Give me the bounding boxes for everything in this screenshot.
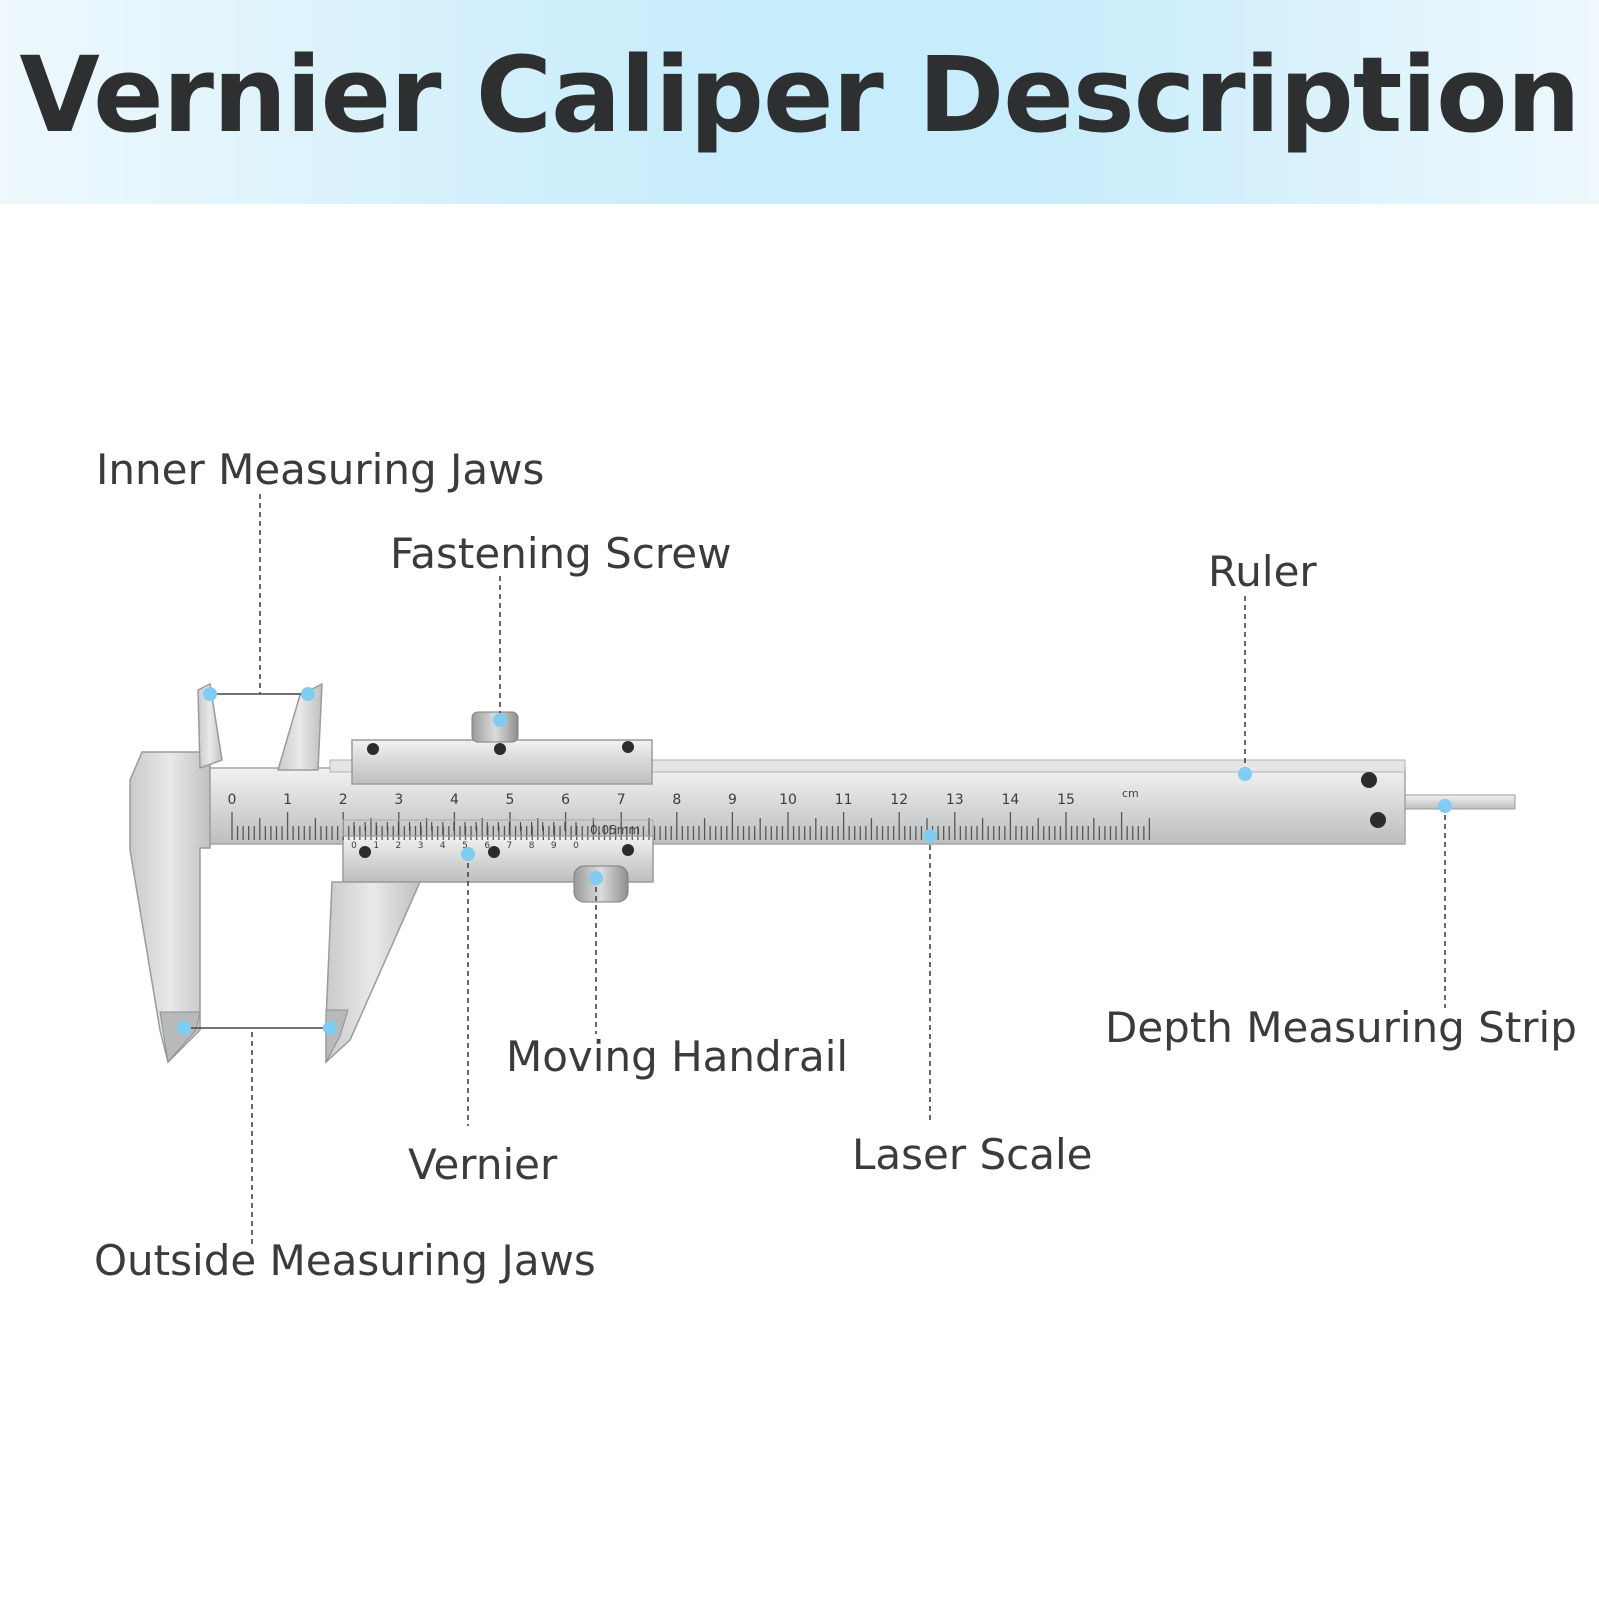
label-vernier: Vernier (408, 1140, 558, 1189)
main-scale-number: 6 (561, 792, 570, 808)
header-band (0, 0, 1599, 204)
vernier-scale-numbers: 0 1 2 3 4 5 6 7 8 9 0 (351, 841, 579, 851)
screw-heads (359, 741, 1386, 858)
vernier-scale-number: 4 (440, 841, 446, 851)
main-scale-number: 1 (283, 792, 292, 808)
vernier-scale-number: 3 (418, 841, 424, 851)
main-scale-ticks (231, 812, 1151, 840)
vernier-window (342, 819, 654, 837)
depth-strip (1394, 794, 1516, 810)
fixed-inner-jaw (197, 682, 223, 770)
main-scale-unit: cm (1122, 787, 1139, 800)
vernier-scale-ticks (353, 822, 577, 836)
main-scale-number: 3 (394, 792, 403, 808)
vernier-scale-unit: 0.05mm (590, 823, 640, 837)
sliding-inner-jaw (276, 682, 323, 771)
accent-dots (177, 687, 1452, 1035)
label-fastening-screw: Fastening Screw (390, 529, 732, 578)
vernier-scale-number: 0 (351, 841, 357, 851)
main-scale-number: 11 (835, 792, 853, 808)
main-scale-number: 12 (890, 792, 908, 808)
main-scale-number: 2 (339, 792, 348, 808)
leader-lines (184, 494, 1446, 1244)
vernier-scale-number: 1 (373, 841, 379, 851)
vernier-scale-number: 0 (573, 841, 579, 851)
main-scale-number: 5 (506, 792, 515, 808)
main-scale-number: 8 (672, 792, 681, 808)
main-scale-number: 14 (1001, 792, 1019, 808)
fixed-jaw-body (129, 751, 211, 1064)
vernier-scale-number: 7 (507, 841, 513, 851)
main-scale-number: 0 (228, 792, 237, 808)
main-scale-number: 10 (779, 792, 797, 808)
moving-handrail-wheel (573, 865, 629, 903)
vernier-scale-number: 8 (529, 841, 535, 851)
label-outside-measuring-jaws: Outside Measuring Jaws (94, 1236, 596, 1285)
page-title: Vernier Caliper Description (19, 34, 1580, 156)
main-scale-number: 4 (450, 792, 459, 808)
main-scale-number: 9 (728, 792, 737, 808)
vernier-scale-number: 6 (484, 841, 490, 851)
label-depth-measuring-strip: Depth Measuring Strip (1105, 1003, 1577, 1052)
main-scale-number: 13 (946, 792, 964, 808)
main-scale-number: 7 (617, 792, 626, 808)
main-scale-number: 15 (1057, 792, 1075, 808)
label-laser-scale: Laser Scale (852, 1130, 1093, 1179)
vernier-scale-number: 5 (462, 841, 468, 851)
label-inner-measuring-jaws: Inner Measuring Jaws (96, 445, 545, 494)
vernier-scale-number: 2 (396, 841, 402, 851)
vernier-scale-number: 9 (551, 841, 557, 851)
label-ruler: Ruler (1208, 547, 1317, 596)
label-moving-handrail: Moving Handrail (506, 1032, 849, 1081)
